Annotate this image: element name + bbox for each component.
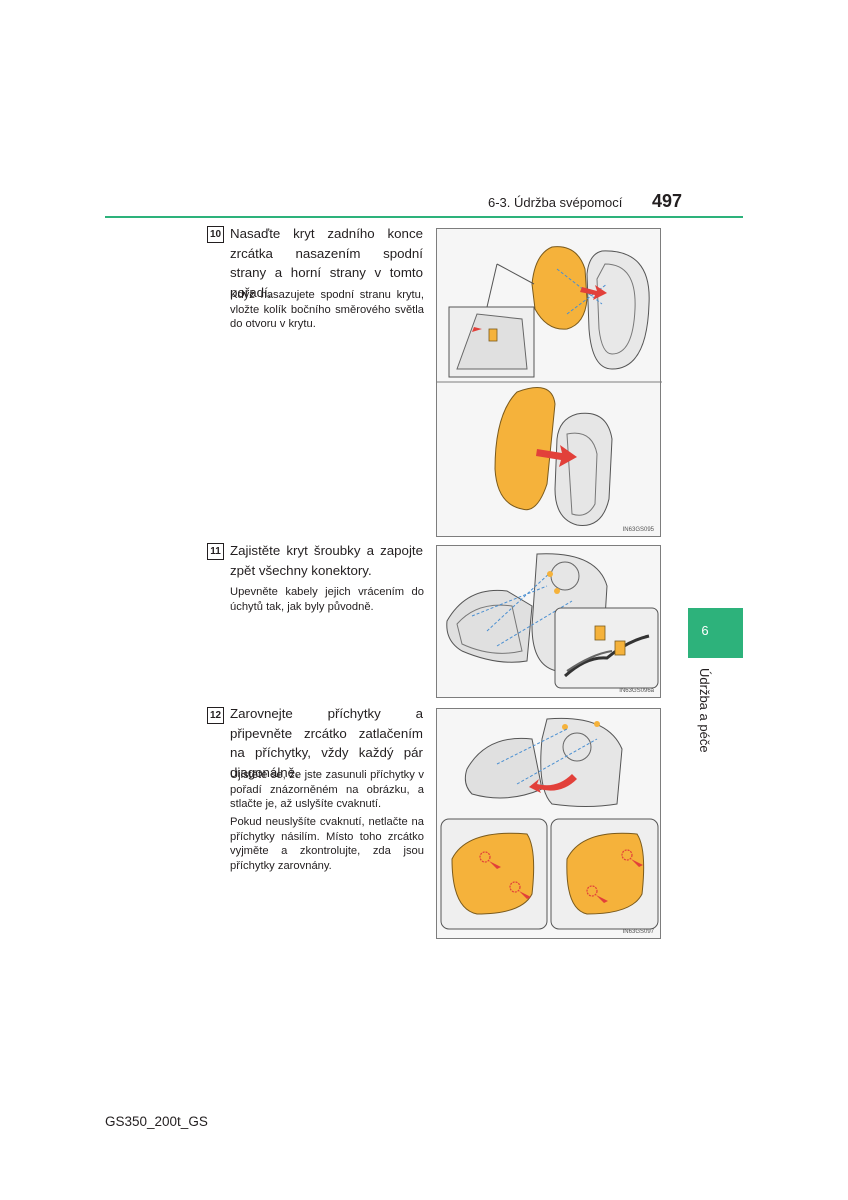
step-number-12: 12: [207, 707, 224, 724]
figure-code-12: IN63GS097: [622, 929, 654, 935]
figure-code-10: IN63GS095: [622, 527, 654, 533]
page-number: 497: [652, 191, 683, 211]
step-text-11: Zajistěte kryt šroubky a zapojte zpět vš…: [230, 543, 423, 578]
chapter-label: Údržba a péče: [697, 668, 712, 753]
section-title: 6-3. Údržba svépomocí: [488, 195, 623, 210]
step-note-11: Upevněte kabely jejich vrácením do úchyt…: [230, 586, 424, 613]
step-note-12b: Pokud neuslyšíte cvaknutí, netlačte na p…: [230, 816, 424, 872]
figure-step-10: IN63GS095: [436, 228, 662, 537]
step-text-10: Nasaďte kryt zadního konce zrcátka nasaz…: [230, 226, 423, 300]
mirror-connectors-illustration: [446, 553, 659, 689]
step-note-10: Když nasazujete spodní stranu krytu, vlo…: [230, 289, 424, 330]
step-number-11: 11: [207, 543, 224, 560]
footer-model: GS350_200t_GS: [105, 1114, 208, 1129]
chapter-tab: 6: [688, 608, 743, 658]
figure-step-12: IN63GS097: [436, 708, 661, 939]
figure-code-11: IN63GS096a: [619, 688, 654, 694]
mirror-cover-illustration: [437, 246, 662, 526]
chapter-number: 6: [701, 623, 709, 638]
step-note-12a: Ujistěte se, že jste zasunuli příchytky …: [230, 769, 424, 810]
step-number-10: 10: [207, 226, 224, 243]
figure-step-11: IN63GS096a: [436, 545, 661, 698]
mirror-clips-illustration: [440, 717, 659, 930]
header-rule: [105, 216, 743, 218]
step-text-12: Zarovnejte příchytky a připevněte zrcátk…: [230, 706, 423, 780]
